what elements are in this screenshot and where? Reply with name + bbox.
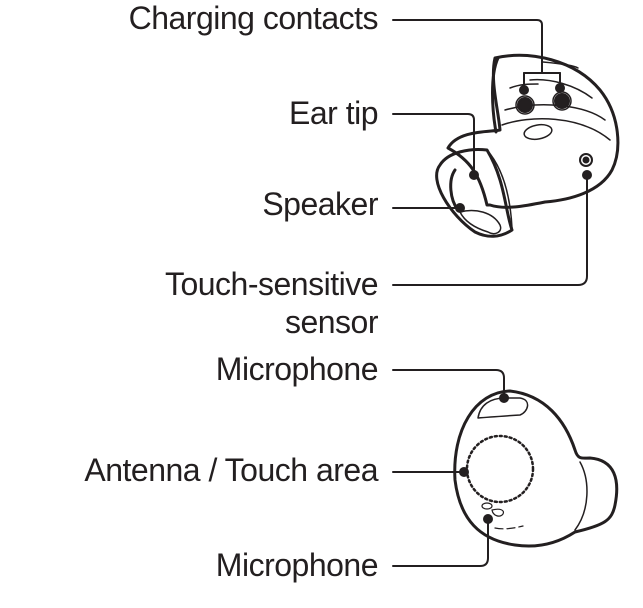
leader-lines-top bbox=[392, 19, 588, 286]
label-microphone-top: Microphone bbox=[215, 351, 379, 387]
earbud-top-illustration bbox=[435, 53, 620, 238]
label-speaker: Speaker bbox=[262, 186, 378, 222]
earbud-bottom-illustration bbox=[453, 389, 619, 548]
label-ear-tip: Ear tip bbox=[289, 95, 378, 131]
label-touch-sensitive-line1: Touch-sensitive bbox=[164, 266, 379, 302]
label-charging-contacts: Charging contacts bbox=[128, 0, 379, 36]
leader-lines-bottom bbox=[392, 369, 505, 567]
label-antenna-touch-area: Antenna / Touch area bbox=[84, 452, 378, 488]
label-touch-sensitive-line2: sensor bbox=[284, 304, 379, 340]
leader-dots-bottom bbox=[459, 393, 509, 524]
leader-dots-top bbox=[455, 83, 592, 213]
label-microphone-bottom: Microphone bbox=[215, 547, 379, 583]
